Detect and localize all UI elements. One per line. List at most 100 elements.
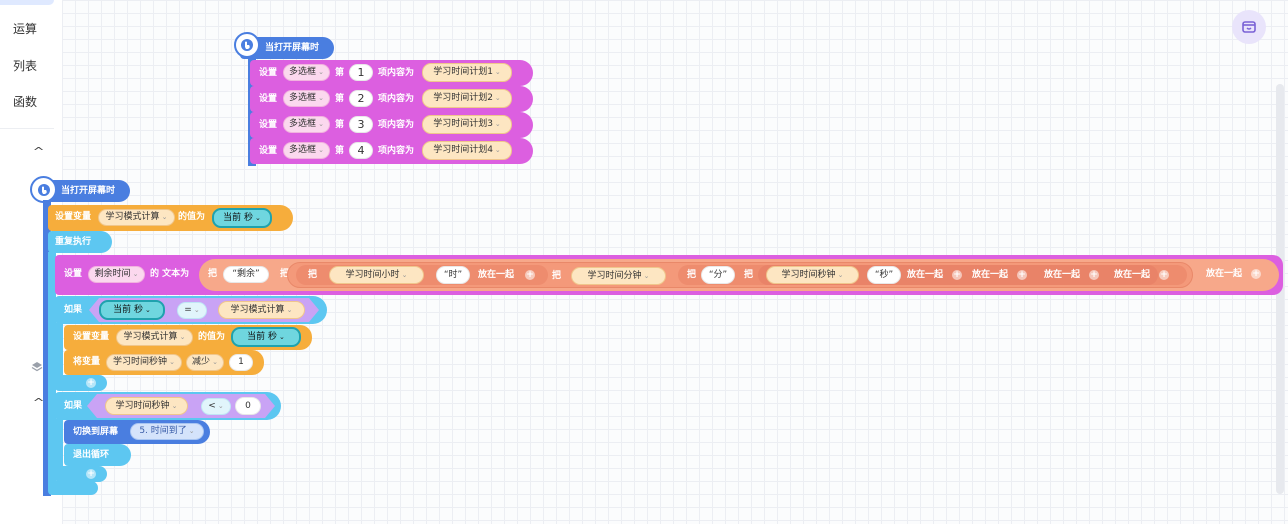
change-variable-block[interactable]: 将变量 学习时间秒钟⌄ 减少⌄ 1 [64, 350, 264, 375]
checkbox-dropdown[interactable]: 多选框⌄ [283, 142, 330, 159]
block-label: 设置变量 [55, 212, 92, 222]
sidebar-item-lists[interactable]: 列表 [13, 59, 38, 73]
join-block[interactable]: 把 “分” 把 学习时间秒钟⌄ “秒” 放在一起 + 放在一起 + 放在一起 +… [678, 265, 1187, 285]
join-block[interactable]: 学习时间秒钟⌄ “秒” 放在一起 + 放在一起 + 放在一起 + [758, 265, 1158, 285]
checkbox-dropdown[interactable]: 多选框⌄ [283, 116, 330, 133]
string-literal[interactable]: “时” [436, 266, 470, 284]
pointer-hand-icon [234, 32, 260, 58]
screen-preview-icon [1242, 21, 1256, 33]
set-text-block[interactable]: 设置 剩余时间⌄ 的 文本为 把 “剩余” 把 把 学习时间小时⌄ “时” 放在… [55, 255, 1283, 295]
variable-reporter[interactable]: 学习时间计划1⌄ [422, 63, 512, 82]
current-second-reporter[interactable]: 当前 秒⌄ [212, 208, 272, 228]
plus-icon[interactable]: + [952, 270, 962, 280]
join-hour-block[interactable]: 把 学习时间小时⌄ “时” 放在一起 + [296, 265, 548, 285]
number-input[interactable]: 0 [235, 397, 261, 415]
block-label: 放在一起 [1044, 270, 1081, 280]
if-footer: + [55, 466, 107, 482]
event-hat-block-2[interactable]: 当打开屏幕时 [36, 180, 130, 202]
if-block[interactable]: 如果 当前 秒⌄ =⌄ 学习模式计算⌄ [55, 296, 327, 324]
repeat-body-spine [48, 252, 56, 486]
if-footer: + [55, 375, 107, 391]
switch-screen-block[interactable]: 切换到屏幕 5. 时间到了⌄ [64, 420, 210, 444]
plus-icon[interactable]: + [1089, 270, 1099, 280]
block-label: 把 [687, 270, 697, 280]
plus-icon[interactable]: + [1017, 270, 1027, 280]
variable-reporter[interactable]: 学习时间分钟⌄ [571, 267, 666, 285]
block-label: 设置 [259, 146, 278, 156]
block-label: 放在一起 [972, 270, 1009, 280]
variable-reporter[interactable]: 学习时间秒钟⌄ [766, 266, 859, 284]
screen-dropdown[interactable]: 5. 时间到了⌄ [130, 423, 204, 440]
index-input[interactable]: 2 [349, 90, 373, 107]
join-block[interactable]: 把 “剩余” 把 把 学习时间小时⌄ “时” 放在一起 + 把 学习时间分钟⌄ … [199, 259, 1279, 291]
string-literal[interactable]: “分” [701, 266, 735, 284]
variable-dropdown[interactable]: 学习时间秒钟⌄ [106, 354, 182, 371]
screen-preview-button[interactable] [1232, 10, 1266, 44]
block-label: 放在一起 [478, 270, 515, 280]
break-loop-block[interactable]: 退出循环 [64, 444, 131, 466]
block-label: 将变量 [73, 357, 101, 367]
block-label: 设置 [259, 120, 278, 130]
block-label: 第 [335, 68, 345, 78]
chevron-up-icon[interactable]: ^ [32, 145, 45, 158]
block-label: 放在一起 [1206, 269, 1243, 279]
current-second-reporter[interactable]: 当前 秒⌄ [231, 327, 301, 347]
variable-reporter[interactable]: 学习时间秒钟⌄ [105, 397, 188, 415]
sidebar-selected-indicator [0, 0, 54, 5]
variable-reporter[interactable]: 学习时间小时⌄ [329, 266, 424, 284]
operator-dropdown[interactable]: <⌄ [201, 398, 231, 415]
sidebar-item-operators[interactable]: 运算 [13, 22, 38, 36]
if-block[interactable]: 如果 学习时间秒钟⌄ <⌄ 0 [55, 392, 281, 420]
variable-reporter[interactable]: 学习时间计划4⌄ [422, 141, 512, 160]
index-input[interactable]: 1 [349, 64, 373, 81]
set-variable-block[interactable]: 设置变量 学习模式计算⌄ 的值为 当前 秒⌄ [64, 325, 312, 350]
block-label: 项内容为 [378, 146, 415, 156]
layers-icon[interactable] [31, 361, 43, 373]
block-label: 设置变量 [73, 332, 110, 342]
block-label: 如果 [64, 305, 83, 315]
repeat-forever-block[interactable]: 重复执行 [48, 231, 112, 253]
index-input[interactable]: 4 [349, 142, 373, 159]
sidebar-item-functions[interactable]: 函数 [13, 95, 38, 109]
sidebar-divider [0, 128, 54, 129]
block-label: 的值为 [178, 212, 206, 222]
checkbox-dropdown[interactable]: 多选框⌄ [283, 90, 330, 107]
number-input[interactable]: 1 [229, 354, 253, 371]
variable-reporter[interactable]: 学习模式计算⌄ [218, 301, 305, 319]
variable-dropdown[interactable]: 学习模式计算⌄ [116, 329, 193, 346]
label-dropdown[interactable]: 剩余时间⌄ [88, 266, 145, 283]
event-label-2: 当打开屏幕时 [61, 186, 116, 196]
checkbox-dropdown[interactable]: 多选框⌄ [283, 64, 330, 81]
block-label: 退出循环 [73, 450, 110, 460]
if-body-spine [55, 323, 63, 379]
plus-icon[interactable]: + [1159, 270, 1169, 280]
block-label: 把 [552, 271, 562, 281]
block-label: 切换到屏幕 [73, 427, 119, 437]
event-label: 当打开屏幕时 [265, 43, 320, 53]
event-hat-block[interactable]: 当打开屏幕时 [240, 37, 334, 59]
plus-icon[interactable]: + [1251, 269, 1261, 279]
current-second-reporter[interactable]: 当前 秒⌄ [99, 300, 165, 320]
index-input[interactable]: 3 [349, 116, 373, 133]
string-literal[interactable]: “秒” [867, 266, 901, 284]
plus-icon[interactable]: + [86, 469, 96, 479]
variable-dropdown[interactable]: 学习模式计算⌄ [98, 209, 175, 226]
operator-dropdown[interactable]: =⌄ [177, 302, 207, 319]
plus-icon[interactable]: + [86, 378, 96, 388]
operation-dropdown[interactable]: 减少⌄ [186, 354, 224, 371]
block-label: 第 [335, 120, 345, 130]
collapse-chevron-icon[interactable]: ^ [32, 396, 45, 409]
block-label: 把 [308, 270, 318, 280]
event2-body-spine [43, 200, 51, 496]
string-literal[interactable]: “剩余” [223, 266, 269, 283]
join-block[interactable]: 把 学习时间小时⌄ “时” 放在一起 + 把 学习时间分钟⌄ 把 “分” 把 学… [287, 262, 1193, 288]
block-label: 放在一起 [1114, 270, 1151, 280]
variable-reporter[interactable]: 学习时间计划3⌄ [422, 115, 512, 134]
set-variable-block[interactable]: 设置变量 学习模式计算⌄ 的值为 当前 秒⌄ [48, 205, 293, 231]
plus-icon[interactable]: + [525, 270, 535, 280]
variable-reporter[interactable]: 学习时间计划2⌄ [422, 89, 512, 108]
